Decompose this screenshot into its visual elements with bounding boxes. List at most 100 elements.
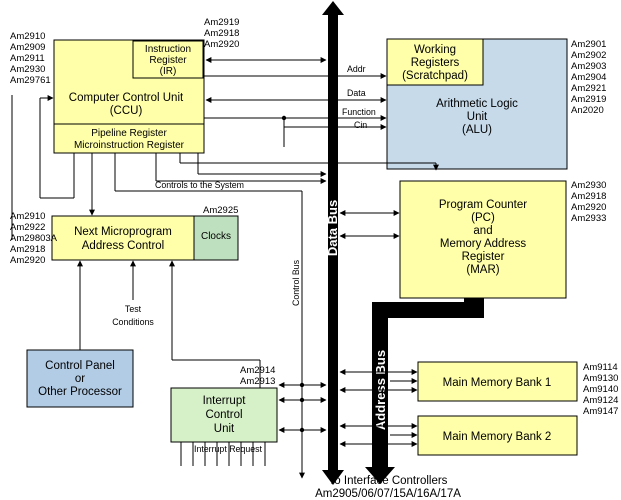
svg-text:(PC): (PC) — [471, 212, 495, 224]
clock-part: Am2925 — [203, 205, 238, 216]
svg-text:To Interface Controllers: To Interface Controllers — [329, 475, 448, 487]
addr-label: Addr — [347, 64, 366, 74]
instruction-register-box — [132, 40, 204, 79]
svg-text:Program Counter: Program Counter — [439, 199, 527, 211]
memory-bank-2: Main Memory Bank 2 — [417, 415, 578, 456]
ccu-title: Computer Control Unit — [69, 92, 184, 104]
svg-text:Memory Address: Memory Address — [440, 238, 527, 250]
wr-label-2: Registers — [411, 57, 460, 69]
ir-label-2: Register — [149, 55, 187, 66]
nmac-label-1: Next Microprogram — [74, 226, 172, 238]
interrupt-part-2: Am2913 — [240, 376, 275, 387]
svg-text:Am2910: Am2910 — [10, 31, 45, 42]
interrupt-request-lines — [180, 442, 266, 466]
pc-parts: Am2930 Am2918 Am2920 Am2933 — [571, 180, 606, 224]
svg-text:Am2920: Am2920 — [10, 255, 45, 266]
alu-block: Working Registers (Scratchpad) Arithmeti… — [386, 38, 568, 170]
svg-text:Main Memory Bank 2: Main Memory Bank 2 — [443, 431, 552, 443]
svg-text:Am2930: Am2930 — [571, 180, 606, 191]
program-counter-block: Program Counter (PC) and Memory Address … — [399, 180, 567, 299]
function-label: Function — [342, 107, 376, 117]
svg-text:Am9124: Am9124 — [583, 395, 618, 406]
interrupt-box — [170, 387, 278, 443]
svg-text:Unit: Unit — [214, 423, 235, 435]
clocks-box — [193, 215, 239, 261]
cin-label: Cin — [354, 120, 367, 130]
computer-control-unit: Instruction Register (IR) Computer Contr… — [53, 39, 205, 154]
signal-labels: Addr Data Function Cin Controls to the S… — [112, 64, 376, 327]
svg-text:Am2919: Am2919 — [204, 17, 239, 28]
ccu-title-abbr: (CCU) — [110, 105, 143, 117]
pipeline-label-1: Pipeline Register — [91, 128, 167, 139]
control-panel-block: Control Panel or Other Processor — [26, 349, 134, 408]
pipeline-label-2: Microinstruction Register — [74, 140, 185, 151]
svg-text:Control: Control — [205, 409, 242, 421]
svg-text:Am2921: Am2921 — [571, 83, 606, 94]
svg-text:Am9147: Am9147 — [583, 406, 618, 417]
alu-label-1: Arithmetic Logic — [436, 98, 518, 110]
svg-text:Control Panel: Control Panel — [45, 360, 115, 372]
svg-text:Am2930: Am2930 — [10, 64, 45, 75]
pipeline-register-box — [53, 123, 205, 154]
svg-text:Am2918: Am2918 — [10, 244, 45, 255]
svg-text:Am2903: Am2903 — [571, 61, 606, 72]
junction-dots — [281, 115, 305, 433]
svg-text:Other Processor: Other Processor — [38, 386, 122, 398]
svg-text:An2020: An2020 — [571, 105, 604, 116]
alu-label-2: Unit — [467, 111, 488, 123]
interrupt-control-unit: Interrupt Control Unit Am2914 Am2913 Int… — [170, 365, 278, 454]
svg-text:Am9114: Am9114 — [583, 362, 618, 373]
svg-text:Am9140: Am9140 — [583, 384, 618, 395]
svg-text:Am2919: Am2919 — [571, 94, 606, 105]
ccu-parts-top: Am2919 Am2918 Am2920 — [204, 17, 239, 50]
nmac-label-2: Address Control — [82, 240, 164, 252]
data-label: Data — [347, 88, 366, 98]
svg-text:Am2920: Am2920 — [204, 39, 239, 50]
memory-parts: Am9114 Am9130 Am9140 Am9124 Am9147 — [583, 362, 618, 417]
control-bus-label: Control Bus — [291, 259, 301, 306]
svg-text:Am29803A: Am29803A — [10, 233, 58, 244]
controls-label: Controls to the System — [155, 180, 244, 190]
ir-label-3: (IR) — [160, 66, 177, 77]
svg-text:Am2922: Am2922 — [10, 222, 45, 233]
svg-text:(MAR): (MAR) — [466, 264, 499, 276]
address-bus — [365, 298, 484, 484]
svg-text:and: and — [473, 225, 492, 237]
svg-text:Am9130: Am9130 — [583, 373, 618, 384]
svg-text:Control Bus: Control Bus — [291, 259, 301, 306]
svg-text:or: or — [75, 373, 85, 385]
test-label-1: Test — [125, 304, 142, 314]
svg-text:Am2902: Am2902 — [571, 50, 606, 61]
working-registers-box — [386, 38, 484, 86]
svg-text:Interrupt: Interrupt — [203, 395, 247, 407]
svg-text:Data Bus: Data Bus — [325, 200, 340, 256]
svg-text:Main Memory Bank 1: Main Memory Bank 1 — [443, 377, 552, 389]
alu-parts: Am2901 Am2902 Am2903 Am2904 Am2921 Am291… — [571, 39, 606, 116]
connectors — [11, 57, 439, 479]
data-bus-label: Data Bus — [325, 200, 340, 256]
svg-text:Am2911: Am2911 — [10, 53, 45, 64]
wr-label-3: (Scratchpad) — [402, 70, 468, 82]
svg-text:Am2920: Am2920 — [571, 202, 606, 213]
svg-text:Am2904: Am2904 — [571, 72, 606, 83]
clocks-label: Clocks — [201, 231, 231, 242]
wr-label-1: Working — [414, 44, 456, 56]
test-label-2: Conditions — [112, 317, 154, 327]
footer: To Interface Controllers Am2905/06/07/15… — [315, 475, 461, 500]
pc-box — [399, 180, 567, 299]
ccu-parts-left: Am2910 Am2909 Am2911 Am2930 Am29761 — [10, 31, 51, 86]
svg-text:Am2933: Am2933 — [571, 213, 606, 224]
ir-label-1: Instruction — [145, 44, 191, 55]
svg-text:Am2918: Am2918 — [204, 28, 239, 39]
data-bus — [322, 1, 344, 485]
svg-text:Am29761: Am29761 — [10, 75, 51, 86]
interrupt-part-1: Am2914 — [240, 365, 275, 376]
next-microprogram-address-control: Next Microprogram Address Control Clocks… — [51, 205, 239, 261]
control-panel-box — [26, 349, 134, 408]
svg-text:Register: Register — [462, 251, 505, 263]
svg-text:Am2905/06/07/15A/16A/17A: Am2905/06/07/15A/16A/17A — [315, 488, 461, 500]
svg-text:Am2918: Am2918 — [571, 191, 606, 202]
svg-text:Am2910: Am2910 — [10, 211, 45, 222]
alu-label-3: (ALU) — [462, 124, 492, 136]
